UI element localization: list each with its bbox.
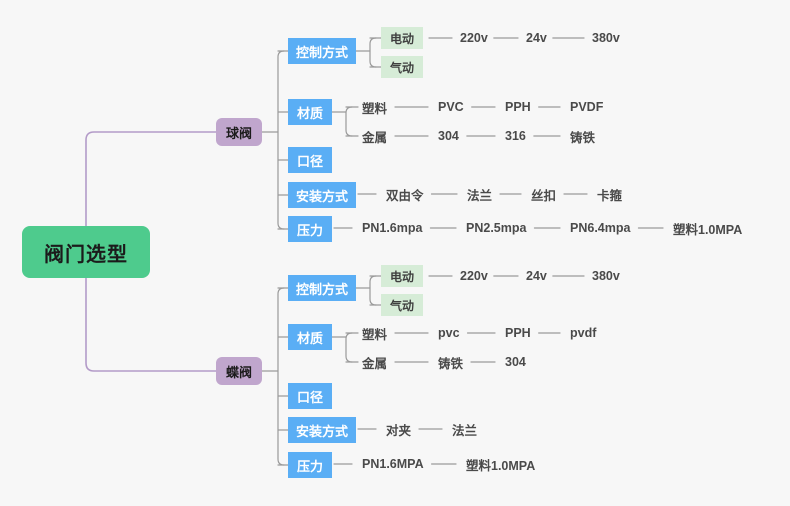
leaf-node-法兰[interactable]: 法兰 <box>452 423 478 438</box>
leaf-node-PVDF[interactable]: PVDF <box>570 100 604 114</box>
branch-node-2[interactable]: 蝶阀 <box>216 357 262 385</box>
leaf-node-PPH[interactable]: PPH <box>505 100 531 114</box>
leaf-node-法兰[interactable]: 法兰 <box>467 188 493 203</box>
category-node-控制方式[interactable]: 控制方式 <box>288 275 356 301</box>
leaf-node-丝扣[interactable]: 丝扣 <box>531 188 557 203</box>
leaf-node-塑料1.0MPA[interactable]: 塑料1.0MPA <box>466 458 536 473</box>
leaf-node-316[interactable]: 316 <box>505 129 526 143</box>
leaf-node-塑料1.0MPA[interactable]: 塑料1.0MPA <box>673 222 743 237</box>
mode-node-气动[interactable]: 气动 <box>381 294 423 316</box>
leaf-node-PN6.4mpa[interactable]: PN6.4mpa <box>570 221 631 235</box>
category-node-安装方式[interactable]: 安装方式 <box>288 417 356 443</box>
leaf-node-PPH[interactable]: PPH <box>505 326 531 340</box>
group-label-金属[interactable]: 金属 <box>362 130 388 145</box>
leaf-node-24v[interactable]: 24v <box>526 31 547 45</box>
leaf-node-PVC[interactable]: PVC <box>438 100 464 114</box>
mode-node-电动[interactable]: 电动 <box>381 265 423 287</box>
category-node-材质[interactable]: 材质 <box>288 324 332 350</box>
category-node-材质[interactable]: 材质 <box>288 99 332 125</box>
leaf-node-PN2.5mpa[interactable]: PN2.5mpa <box>466 221 527 235</box>
leaf-node-304[interactable]: 304 <box>438 129 459 143</box>
leaf-node-380v[interactable]: 380v <box>592 31 620 45</box>
group-label-塑料[interactable]: 塑料 <box>362 327 388 342</box>
leaf-node-卡箍[interactable]: 卡箍 <box>597 188 623 203</box>
mode-node-气动[interactable]: 气动 <box>381 56 423 78</box>
branch-node-1[interactable]: 球阀 <box>216 118 262 146</box>
category-node-口径[interactable]: 口径 <box>288 383 332 409</box>
leaf-node-对夹[interactable]: 对夹 <box>386 423 412 438</box>
category-node-控制方式[interactable]: 控制方式 <box>288 38 356 64</box>
group-label-塑料[interactable]: 塑料 <box>362 101 388 116</box>
category-node-安装方式[interactable]: 安装方式 <box>288 182 356 208</box>
leaf-node-24v[interactable]: 24v <box>526 269 547 283</box>
category-node-压力[interactable]: 压力 <box>288 452 332 478</box>
leaf-node-双由令[interactable]: 双由令 <box>386 188 424 203</box>
leaf-node-铸铁[interactable]: 铸铁 <box>438 356 464 371</box>
group-label-金属[interactable]: 金属 <box>362 356 388 371</box>
leaf-node-304[interactable]: 304 <box>505 355 526 369</box>
leaf-node-pvc[interactable]: pvc <box>438 326 460 340</box>
leaf-node-220v[interactable]: 220v <box>460 269 488 283</box>
leaf-node-pvdf[interactable]: pvdf <box>570 326 597 340</box>
leaf-node-铸铁[interactable]: 铸铁 <box>570 130 596 145</box>
root-node[interactable]: 阀门选型 <box>22 226 150 278</box>
leaf-node-220v[interactable]: 220v <box>460 31 488 45</box>
leaf-node-380v[interactable]: 380v <box>592 269 620 283</box>
mode-node-电动[interactable]: 电动 <box>381 27 423 49</box>
leaf-node-PN1.6MPA[interactable]: PN1.6MPA <box>362 457 424 471</box>
category-node-口径[interactable]: 口径 <box>288 147 332 173</box>
leaf-node-PN1.6mpa[interactable]: PN1.6mpa <box>362 221 423 235</box>
category-node-压力[interactable]: 压力 <box>288 216 332 242</box>
